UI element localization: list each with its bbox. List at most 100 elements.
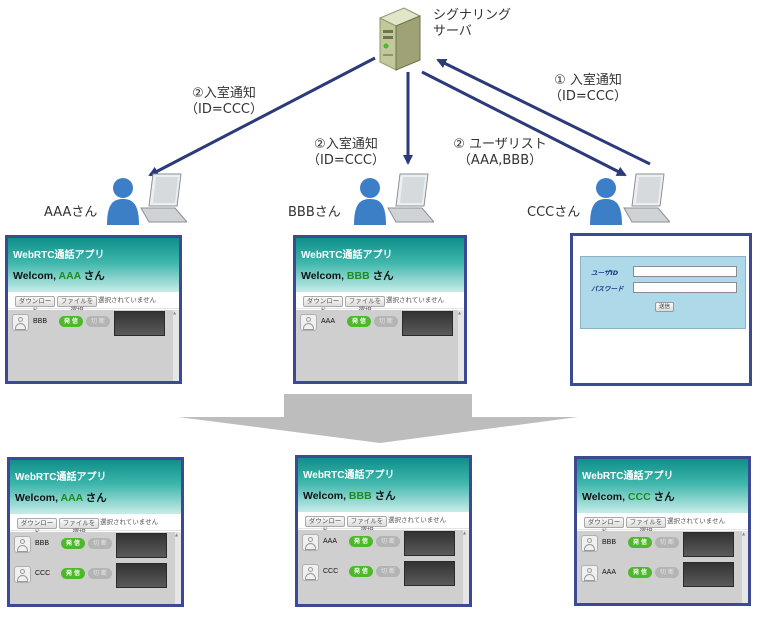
app-screen-bbb-after: WebRTC通話アプリ Welcom, BBB さん ダウンロード ファイルを選… [295,455,472,607]
submit-button[interactable]: 送信 [655,302,674,312]
download-button[interactable]: ダウンロード [17,518,57,536]
current-user-name: BBB [348,490,372,502]
hangup-button[interactable]: 切 断 [88,568,112,579]
scrollbar[interactable] [175,532,181,604]
call-button[interactable]: 発 信 [349,566,373,577]
app-header: WebRTC通話アプリ Welcom, AAA さん [10,460,181,514]
download-button[interactable]: ダウンロード [15,296,55,314]
avatar-icon [14,536,31,553]
welcome-text: Welcom, AAA さん [13,270,105,282]
call-button[interactable]: 発 信 [628,567,652,578]
peer-row: CCC 発 信 切 断 [10,562,175,588]
welcome-text: Welcom, AAA さん [15,492,107,504]
hangup-button[interactable]: 切 断 [374,316,398,327]
no-file-text: 選択されていません [386,296,445,304]
peer-row: AAA 発 信 切 断 [577,561,742,587]
app-title: WebRTC通話アプリ [303,470,395,481]
avatar-icon [302,534,319,551]
hangup-button[interactable]: 切 断 [376,536,400,547]
scrollbar[interactable] [458,310,464,381]
peer-row: CCC 発 信 切 断 [298,560,463,586]
current-user-name: BBB [346,270,370,282]
peer-list: BBB 発 信 切 断 CCC 発 信 切 断 [10,532,181,604]
user-laptop-icon-aaa [107,173,187,225]
app-header: WebRTC通話アプリ Welcom, AAA さん [8,238,179,292]
no-file-text: 選択されていません [667,517,726,525]
app-screen-aaa-before: WebRTC通話アプリ Welcom, AAA さん ダウンロード ファイルを選… [5,235,182,384]
password-input[interactable] [633,282,737,293]
app-title: WebRTC通話アプリ [301,250,393,261]
peer-name: AAA [602,569,617,576]
welcome-text: Welcom, CCC さん [582,491,675,503]
peer-row: AAA 発 信 切 断 [296,310,458,336]
download-button[interactable]: ダウンロード [584,517,624,535]
peer-list: BBB 発 信 切 断 AAA 発 信 切 断 [577,531,748,603]
server-label: シグナリング サーバ [433,8,512,39]
server-icon [378,7,422,71]
user-laptop-icon-bbb [354,173,434,225]
app-title: WebRTC通話アプリ [15,472,107,483]
peer-row: AAA 発 信 切 断 [298,530,463,556]
welcome-text: Welcom, BBB さん [301,270,394,282]
app-screen-ccc-after: WebRTC通話アプリ Welcom, CCC さん ダウンロード ファイルを選… [574,456,751,606]
call-button[interactable]: 発 信 [59,316,83,327]
peer-name: BBB [35,540,50,547]
download-button[interactable]: ダウンロード [305,516,345,534]
no-file-text: 選択されていません [388,516,447,524]
call-button[interactable]: 発 信 [347,316,371,327]
call-button[interactable]: 発 信 [61,538,85,549]
peer-row: BBB 発 信 切 断 [8,310,173,336]
video-preview [114,311,165,336]
video-preview [404,561,455,586]
arrow-ccc-to-server [436,58,651,166]
video-preview [683,532,734,557]
arrow-server-to-ccc [421,70,627,177]
app-header: WebRTC通話アプリ Welcom, BBB さん [296,238,464,292]
scrollbar[interactable] [463,530,469,604]
app-title: WebRTC通話アプリ [13,250,105,261]
arrow-server-to-aaa [148,56,376,177]
hangup-button[interactable]: 切 断 [86,316,110,327]
video-preview [116,533,167,558]
scrollbar[interactable] [742,531,748,603]
download-button[interactable]: ダウンロード [303,296,343,314]
video-preview [683,562,734,587]
current-user-name: AAA [58,270,81,282]
peer-row: BBB 発 信 切 断 [10,532,175,558]
user-name-ccc: CCCさん [527,205,581,220]
call-button[interactable]: 発 信 [61,568,85,579]
peer-name: CCC [323,568,339,575]
peer-row: BBB 発 信 切 断 [577,531,742,557]
peer-list: AAA 発 信 切 断 [296,310,464,381]
app-screen-bbb-before: WebRTC通話アプリ Welcom, BBB さん ダウンロード ファイルを選… [293,235,467,384]
user-laptop-icon-ccc [590,173,670,225]
hangup-button[interactable]: 切 断 [655,537,679,548]
scrollbar[interactable] [173,310,179,381]
avatar-icon [300,314,317,331]
app-title: WebRTC通話アプリ [582,471,674,482]
hangup-button[interactable]: 切 断 [88,538,112,549]
peer-name: CCC [35,570,51,577]
call-button[interactable]: 発 信 [349,536,373,547]
call-button[interactable]: 発 信 [628,537,652,548]
hangup-button[interactable]: 切 断 [376,566,400,577]
peer-name: AAA [321,318,336,325]
no-file-text: 選択されていません [100,518,159,526]
user-id-input[interactable] [633,266,737,277]
notify-label-aaa: ②入室通知 （ID=CCC） [185,86,263,117]
video-preview [404,531,455,556]
entry-notify-label: ① 入室通知 （ID=CCC） [549,73,627,104]
hangup-button[interactable]: 切 断 [655,567,679,578]
no-file-text: 選択されていません [98,296,157,304]
peer-name: BBB [33,318,48,325]
user-id-label: ユーザID [591,269,619,277]
